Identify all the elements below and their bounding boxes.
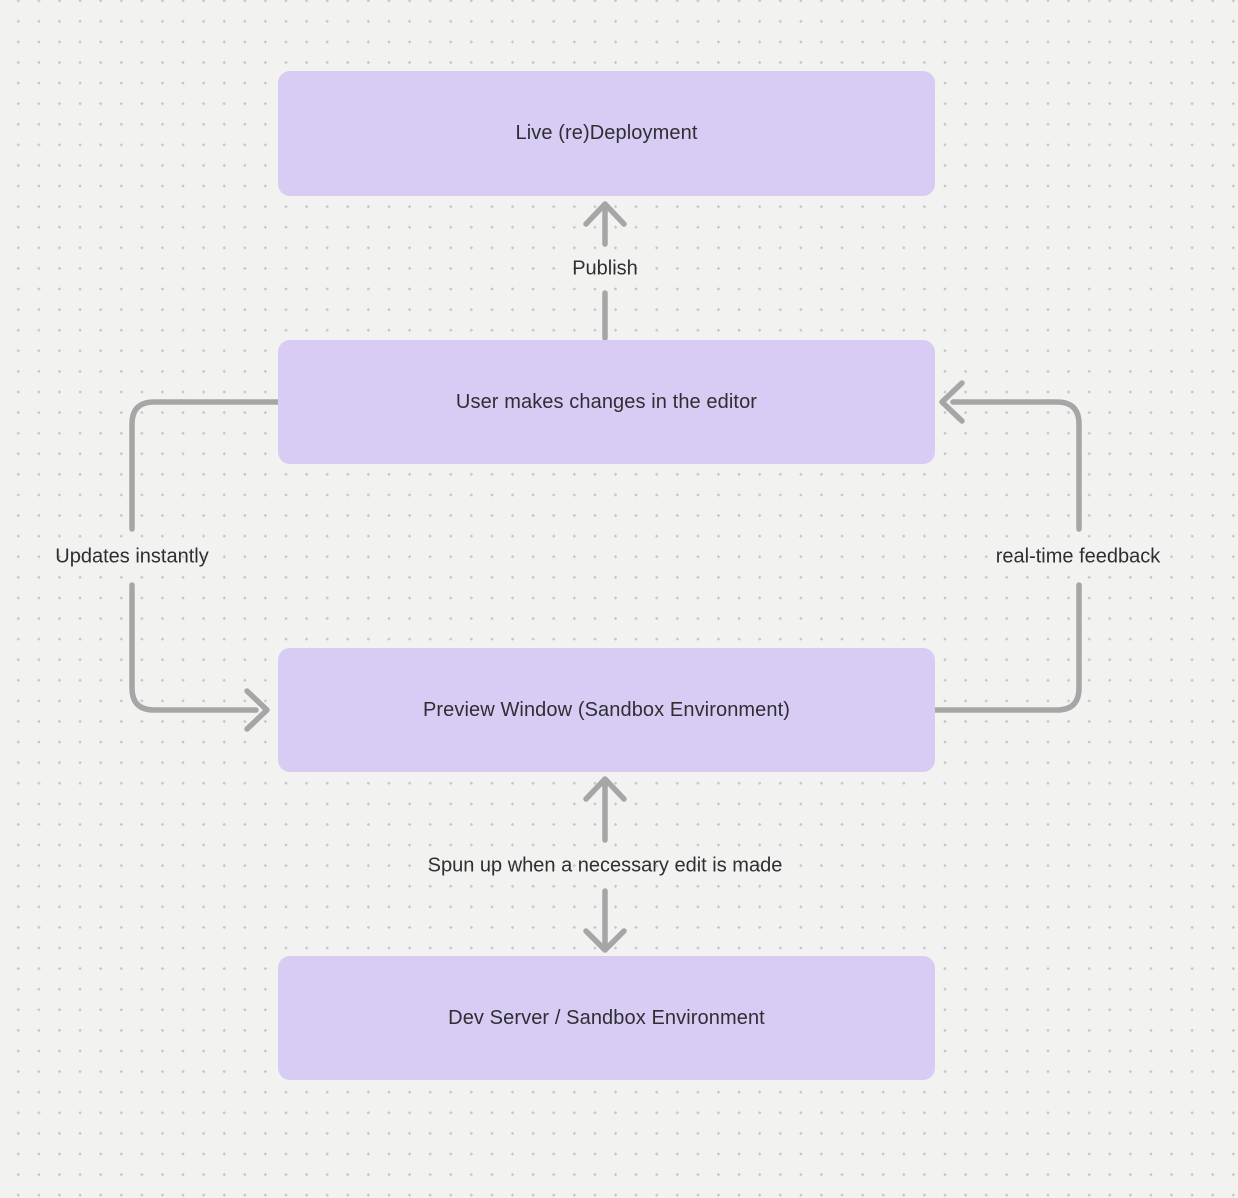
edge-label-updates-instantly: Updates instantly: [55, 545, 209, 568]
arrowhead-up-icon: [583, 201, 627, 227]
node-preview-window[interactable]: Preview Window (Sandbox Environment): [278, 648, 935, 772]
arrowhead-left-icon: [939, 380, 965, 424]
edge-label-realtime-feedback: real-time feedback: [995, 545, 1161, 568]
node-label: Preview Window (Sandbox Environment): [422, 698, 791, 721]
node-live-redeployment[interactable]: Live (re)Deployment: [278, 71, 935, 196]
node-user-editor[interactable]: User makes changes in the editor: [278, 340, 935, 464]
edge-label-spun-up: Spun up when a necessary edit is made: [427, 854, 783, 877]
edge-label-publish: Publish: [572, 257, 638, 280]
arrowhead-down-icon: [583, 928, 627, 953]
node-dev-server[interactable]: Dev Server / Sandbox Environment: [278, 956, 935, 1080]
arrowhead-right-icon: [244, 688, 270, 732]
node-label: User makes changes in the editor: [455, 390, 758, 413]
arrowhead-up-icon: [583, 776, 627, 802]
node-label: Dev Server / Sandbox Environment: [448, 1006, 765, 1029]
node-label: Live (re)Deployment: [515, 122, 698, 144]
